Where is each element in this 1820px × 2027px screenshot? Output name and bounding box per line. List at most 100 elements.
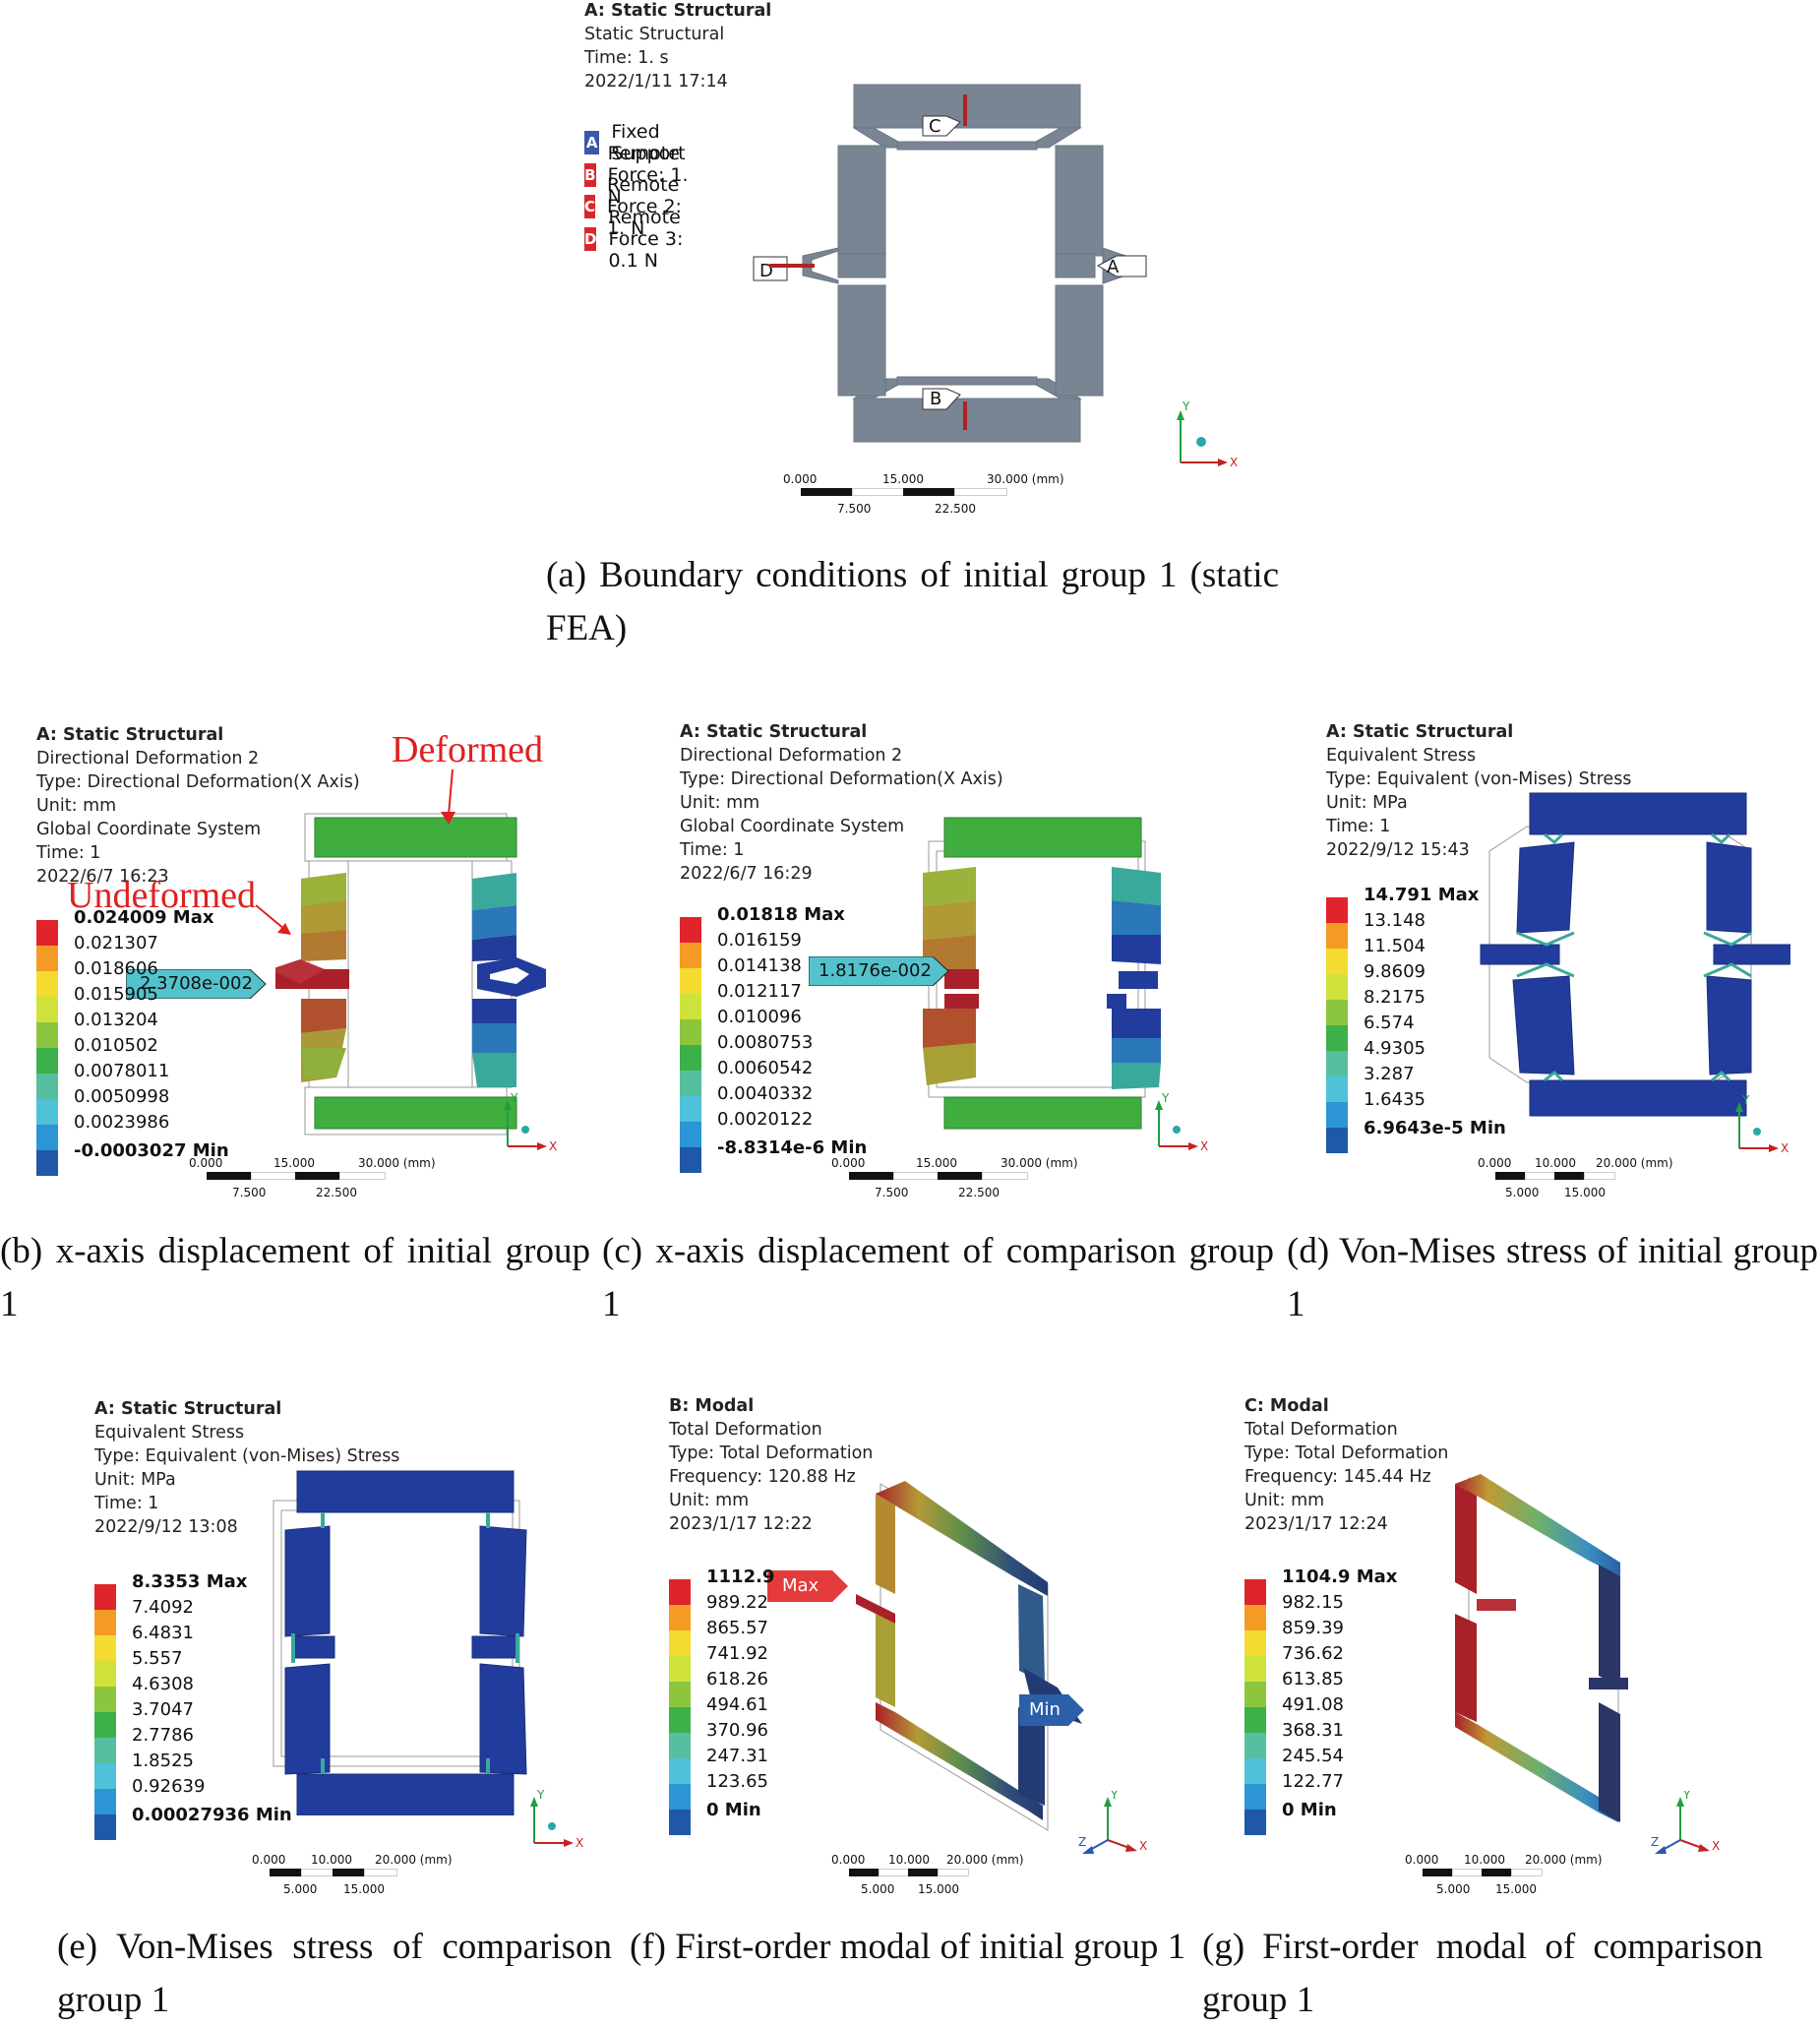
caption-a: (a) Boundary conditions of initial group… (546, 555, 1279, 648)
bc-label: Fixed Support (611, 121, 686, 165)
legend-max: 14.791 Max (1364, 885, 1480, 905)
legend-value: 0.010096 (717, 1007, 802, 1027)
scale-tick: 30.000 (mm) (987, 472, 1064, 486)
axis-x-label: X (1200, 1139, 1208, 1151)
legend-colorbar (36, 920, 58, 1176)
header-line: Static Structural (584, 25, 725, 44)
bc-item-b: B Remote Force: 1. N (584, 143, 694, 208)
legend-min: 0.00027936 Min (132, 1805, 292, 1825)
legend-colorbar (669, 1579, 691, 1835)
header-line: Total Deformation (1244, 1420, 1398, 1440)
legend-value: 0.021307 (74, 933, 158, 953)
scale-tick: 15.000 (1495, 1882, 1537, 1896)
header-line: Unit: mm (1244, 1491, 1325, 1510)
deformation-model-b (275, 813, 546, 1136)
legend-value: 741.92 (706, 1643, 768, 1664)
legend-value: 859.39 (1282, 1618, 1344, 1638)
legend-value: 370.96 (706, 1720, 768, 1741)
header-line: Directional Deformation 2 (680, 746, 903, 766)
axis-y-label: Y (536, 1789, 545, 1802)
legend-max: 8.3353 Max (132, 1571, 248, 1592)
header-line: 2022/6/7 16:23 (36, 867, 169, 887)
header-line: Frequency: 120.88 Hz (669, 1467, 856, 1487)
caption-c: (c) x-axis displacement of comparison gr… (602, 1231, 1274, 1324)
legend-min: -8.8314e-6 Min (717, 1137, 868, 1158)
legend-value: 494.61 (706, 1694, 768, 1715)
legend-max: 0.024009 Max (74, 907, 214, 928)
axis-triad: Y X (530, 1789, 583, 1848)
legend-value: 982.15 (1282, 1592, 1344, 1613)
legend-value: 491.08 (1282, 1694, 1344, 1715)
legend-value: 0.015905 (74, 984, 158, 1005)
legend-min: -0.0003027 Min (74, 1140, 229, 1161)
axis-y-label: Y (510, 1092, 518, 1105)
header-line: Time: 1. s (584, 48, 669, 68)
panel-b-header: A: Static Structural Directional Deforma… (36, 724, 360, 890)
scale-tick: 15.000 (1564, 1186, 1606, 1199)
axis-x-label: X (1712, 1839, 1720, 1853)
legend-value: 0.0020122 (717, 1109, 814, 1130)
panel-g-header: C: Modal Total Deformation Type: Total D… (1244, 1395, 1448, 1537)
legend-value: 0.0040332 (717, 1083, 814, 1104)
stress-model-e (273, 1470, 527, 1815)
header-title: A: Static Structural (584, 1, 772, 21)
header-line: Equivalent Stress (1326, 746, 1477, 766)
scale-tick: 7.500 (232, 1186, 267, 1199)
legend-value: 8.2175 (1364, 987, 1426, 1008)
scale-tick: 10.000 (1535, 1156, 1576, 1170)
scale-tick: 15.000 (918, 1882, 959, 1896)
legend-value: 122.77 (1282, 1771, 1344, 1792)
legend-min: 0 Min (1282, 1800, 1337, 1820)
scale-tick: 0.000 (831, 1853, 866, 1867)
stress-model-d (1480, 792, 1790, 1117)
scale-tick: 0.000 (252, 1853, 286, 1867)
deformation-model-c (923, 817, 1161, 1130)
scale-tick: 10.000 (888, 1853, 930, 1867)
modal-model-f (856, 1481, 1082, 1831)
legend-value: 618.26 (706, 1669, 768, 1689)
structure-boundary-model: C B A D (753, 84, 1147, 443)
annotation-deformed: Deformed (392, 729, 544, 770)
scale-tick: 15.000 (916, 1156, 957, 1170)
min-label: Min (1029, 1699, 1061, 1720)
header-line: Unit: MPa (1326, 793, 1408, 813)
max-label: Max (782, 1575, 819, 1596)
axis-z-label: Z (1651, 1835, 1659, 1849)
legend-value: 0.0060542 (717, 1058, 814, 1078)
header-line: 2022/9/12 15:43 (1326, 840, 1470, 860)
axis-y-label: Y (1161, 1092, 1170, 1105)
legend-min: 0 Min (706, 1800, 761, 1820)
axis-triad: Y X (1155, 1092, 1208, 1151)
bc-key-b: B (584, 162, 596, 187)
bc-label: Remote Force: 1. N (607, 142, 689, 208)
header-line: Unit: MPa (94, 1470, 176, 1490)
marker-a: A (1107, 257, 1120, 277)
legend-value: 0.012117 (717, 981, 802, 1002)
annotation-undeformed: Undeformed (67, 875, 257, 916)
axis-triad: Y X (1735, 1094, 1789, 1153)
caption-b: (b) x-axis displacement of initial group… (0, 1231, 590, 1324)
annotation-arrows (256, 768, 455, 935)
header-line: Time: 1 (94, 1494, 159, 1513)
scale-tick: 0.000 (783, 472, 818, 486)
legend-value: 247.31 (706, 1746, 768, 1766)
scale-tick: 0.000 (831, 1156, 866, 1170)
legend-value: 123.65 (706, 1771, 768, 1792)
legend-colorbar (1326, 897, 1348, 1153)
legend-max: 1104.9 Max (1282, 1566, 1398, 1587)
scale-tick: 5.000 (861, 1882, 895, 1896)
header-line: Frequency: 145.44 Hz (1244, 1467, 1431, 1487)
header-title: A: Static Structural (1326, 722, 1514, 742)
caption-f: (f) First-order modal of initial group 1 (630, 1927, 1186, 1967)
legend-min: 6.9643e-5 Min (1364, 1118, 1506, 1138)
legend-value: 6.4831 (132, 1623, 194, 1643)
axis-x-label: X (549, 1139, 557, 1151)
legend-value: 0.010502 (74, 1035, 158, 1056)
panel-f-header: B: Modal Total Deformation Type: Total D… (669, 1395, 873, 1537)
panel-d-header: A: Static Structural Equivalent Stress T… (1326, 721, 1631, 863)
header-line: Unit: mm (669, 1491, 750, 1510)
axis-y-label: Y (1182, 399, 1190, 413)
header-line: Total Deformation (669, 1420, 822, 1440)
legend-value: 865.57 (706, 1618, 768, 1638)
